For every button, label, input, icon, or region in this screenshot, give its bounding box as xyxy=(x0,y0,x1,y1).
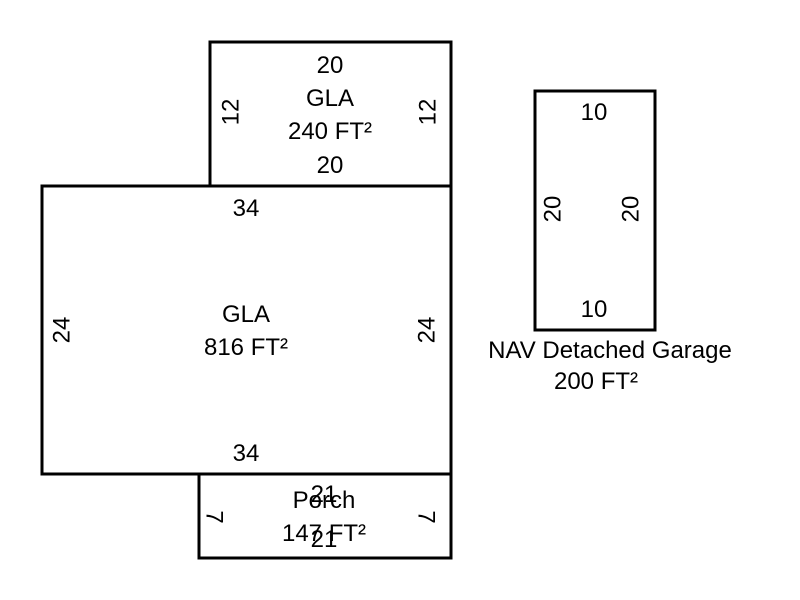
upper-gla-dim-left: 12 xyxy=(218,99,245,126)
porch-outline xyxy=(197,472,453,560)
garage-label: NAV Detached Garage xyxy=(488,337,732,364)
garage-outline xyxy=(533,89,657,332)
main-gla-dim-bottom: 34 xyxy=(233,440,260,467)
garage-dim-right: 20 xyxy=(618,196,645,223)
main-gla-room: 34 GLA 816 FT² 34 24 24 xyxy=(40,184,453,476)
garage-dim-bottom: 10 xyxy=(581,296,608,323)
main-gla-outline xyxy=(40,184,453,476)
upper-gla-room: 20 GLA 240 FT² 20 12 12 xyxy=(208,40,453,188)
main-gla-dim-top: 34 xyxy=(233,195,260,222)
porch-dim-left: 7 xyxy=(201,510,228,523)
upper-gla-area: 240 FT² xyxy=(288,118,372,145)
main-gla-dim-left: 24 xyxy=(49,317,76,344)
porch-dim-right: 7 xyxy=(413,510,440,523)
porch-dim-bottom: 21 xyxy=(311,526,338,553)
upper-gla-label: GLA xyxy=(306,85,354,112)
main-gla-label: GLA xyxy=(222,301,270,328)
main-gla-area: 816 FT² xyxy=(204,334,288,361)
porch-area-value: 147 FT² xyxy=(282,520,366,547)
garage-dim-top: 10 xyxy=(581,99,608,126)
detached-garage: 10 10 20 20 NAV Detached Garage 200 FT² xyxy=(488,89,732,395)
upper-gla-dim-right: 12 xyxy=(415,99,442,126)
porch-dim-top: 21 xyxy=(311,481,338,508)
upper-gla-dim-bottom: 20 xyxy=(317,152,344,179)
garage-dim-left: 20 xyxy=(540,196,567,223)
garage-area: 200 FT² xyxy=(554,368,638,395)
porch-area: 21 Porch 147 FT² 21 7 7 xyxy=(197,472,453,560)
upper-gla-dim-top: 20 xyxy=(317,52,344,79)
main-gla-dim-right: 24 xyxy=(414,317,441,344)
porch-label: Porch xyxy=(293,487,356,514)
